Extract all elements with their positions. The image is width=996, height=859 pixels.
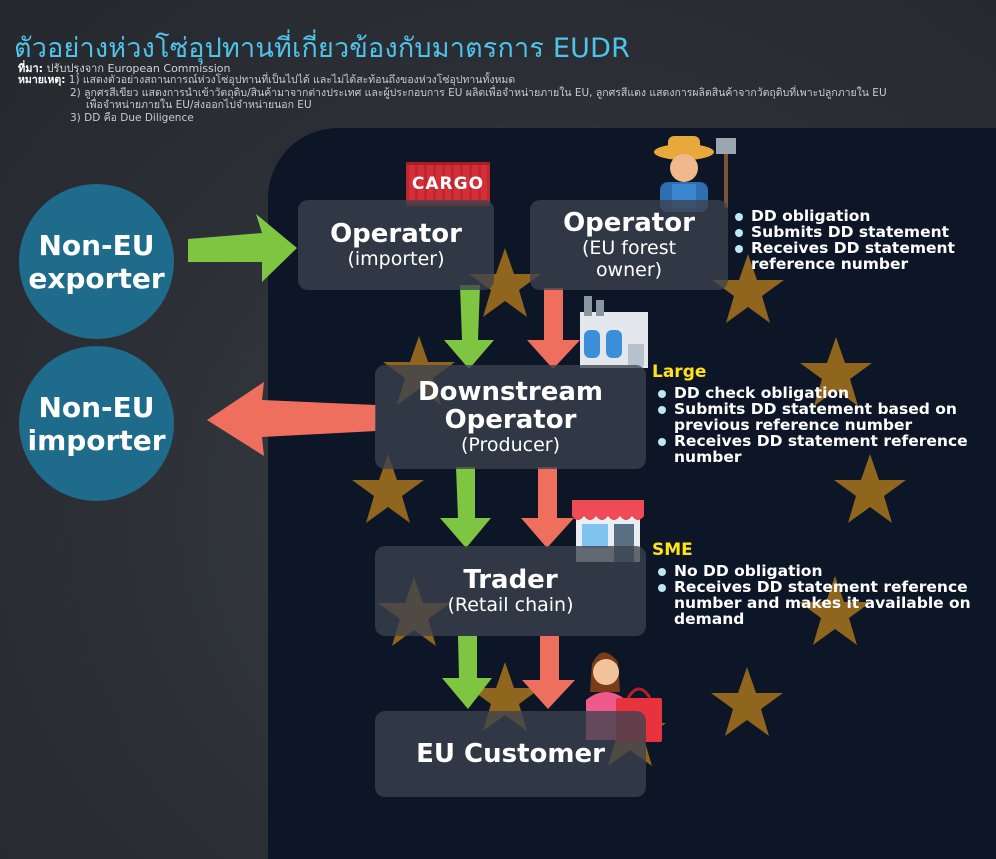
source-text: ปรับปรุงจาก European Commission: [46, 62, 231, 75]
operator-bullet: Submits DD statement: [733, 224, 988, 240]
trader-subtitle: (Retail chain): [447, 594, 574, 616]
non-eu-importer-node: Non-EU importer: [19, 346, 174, 501]
large-bullet: Submits DD statement based on previous r…: [656, 401, 990, 433]
star-icon: [711, 667, 783, 736]
large-tag: Large: [652, 362, 707, 382]
large-bullets: DD check obligation Submits DD statement…: [656, 385, 990, 465]
source-line: ที่มา: ปรับปรุงจาก European Commission: [18, 59, 231, 77]
sme-bullet: Receives DD statement reference number a…: [656, 579, 990, 627]
sme-bullets: No DD obligation Receives DD statement r…: [656, 563, 990, 627]
operator-importer-node: Operator (importer): [298, 200, 494, 290]
downstream-title-2: Operator: [444, 405, 577, 435]
operator-forest-title: Operator: [563, 208, 695, 238]
downstream-title-1: Downstream: [418, 377, 603, 407]
operator-importer-title: Operator: [330, 219, 462, 249]
operator-bullet: DD obligation: [733, 208, 988, 224]
source-label: ที่มา:: [18, 62, 44, 75]
page-title: ตัวอย่างห่วงโซ่อุปทานที่เกี่ยวข้องกับมาต…: [14, 33, 631, 64]
eu-customer-title: EU Customer: [416, 739, 605, 769]
sme-tag: SME: [652, 540, 693, 560]
operator-forest-subtitle-2: owner): [595, 259, 663, 281]
arrow-downstream-to-importer: [207, 382, 376, 456]
trader-node: Trader (Retail chain): [375, 546, 646, 636]
note-1: 1) แสดงตัวอย่างสถานการณ์ห่วงโซ่อุปทานที่…: [68, 74, 516, 86]
note-2b: เพื่อจำหน่ายภายใน EU/ส่งออกไปจำหน่ายนอก …: [86, 99, 312, 111]
non-eu-exporter-node: Non-EU exporter: [19, 184, 174, 339]
operator-bullets: DD obligation Submits DD statement Recei…: [733, 208, 988, 272]
green-flow-arrows: [440, 285, 494, 709]
operator-bullet: Receives DD statement reference number: [733, 240, 988, 272]
note-2a: 2) ลูกศรสีเขียว แสดงการนำเข้าวัตถุดิบ/สิ…: [70, 86, 887, 99]
large-bullet: Receives DD statement reference number: [656, 433, 990, 465]
notes-label: หมายเหตุ:: [18, 74, 66, 86]
notes: หมายเหตุ: 1) แสดงตัวอย่างสถานการณ์ห่วงโซ…: [18, 74, 887, 124]
downstream-subtitle: (Producer): [460, 434, 561, 456]
trader-title: Trader: [463, 565, 558, 595]
downstream-operator-node: Downstream Operator (Producer): [375, 365, 646, 469]
red-flow-arrows: [521, 288, 580, 709]
factory-icon: [580, 296, 648, 368]
note-3: 3) DD คือ Due Diligence: [70, 111, 194, 124]
large-bullet: DD check obligation: [656, 385, 990, 401]
operator-forest-subtitle-1: (EU forest: [581, 237, 677, 259]
eu-customer-node: EU Customer: [375, 711, 646, 797]
arrow-export-to-operator: [188, 214, 297, 282]
sme-bullet: No DD obligation: [656, 563, 990, 579]
operator-forest-node: Operator (EU forest owner): [530, 200, 728, 290]
operator-importer-subtitle: (importer): [347, 248, 445, 270]
